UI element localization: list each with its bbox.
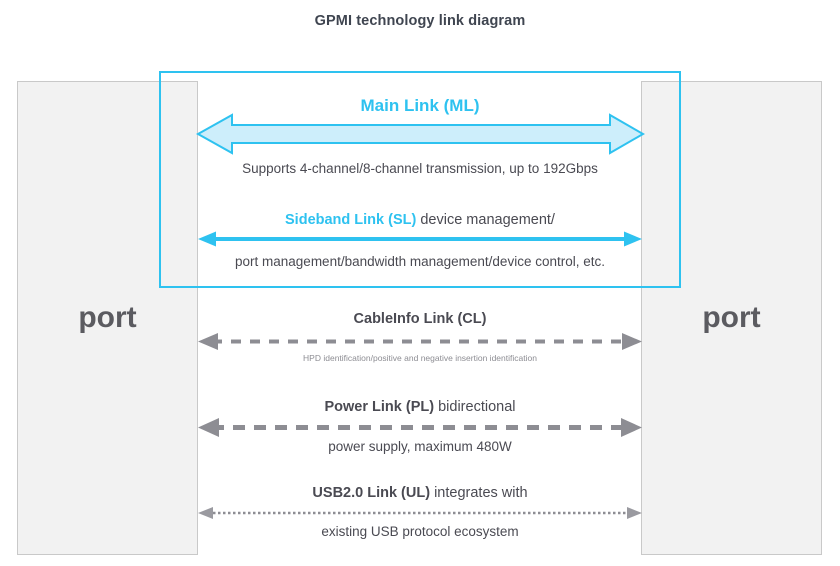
sideband-link-caption: port management/bandwidth management/dev… [235,254,605,269]
link-row-main-link: Main Link (ML) [190,96,650,116]
cableinfo-link-caption: HPD identification/positive and negative… [303,353,537,363]
main-link-title: Main Link (ML) [360,96,480,115]
main-link-caption-row: Supports 4-channel/8-channel transmissio… [190,160,650,178]
power-link-title: Power Link (PL) bidirectional [190,398,650,418]
main-link-caption: Supports 4-channel/8-channel transmissio… [242,161,598,176]
port-box-right: port [641,81,822,555]
power-link-rest-text: bidirectional [434,399,516,415]
usb-link-arrow [0,505,840,521]
port-label-left: port [78,301,137,334]
port-label-right: port [702,301,761,334]
port-box-left: port [17,81,198,555]
page-title: GPMI technology link diagram [314,13,526,29]
sideband-link-accent-text: Sideband Link (SL) [285,212,417,228]
usb-link-title: USB2.0 Link (UL) integrates with [190,484,650,504]
usb-link-strong-text: USB2.0 Link (UL) [312,485,431,501]
power-link-caption-row: power supply, maximum 480W [190,438,650,456]
cableinfo-link-caption-row: HPD identification/positive and negative… [190,353,650,364]
link-row-usb-link: USB2.0 Link (UL) integrates with [190,484,650,504]
power-link-arrow [0,418,840,438]
sideband-link-arrow [0,230,840,250]
link-row-power-link: Power Link (PL) bidirectional [190,398,650,418]
power-link-caption: power supply, maximum 480W [328,439,512,454]
usb-link-caption: existing USB protocol ecosystem [321,524,519,539]
cableinfo-link-title: CableInfo Link (CL) [190,310,650,330]
main-sideband-group-frame [159,71,681,288]
sideband-link-title: Sideband Link (SL) device management/ [190,211,650,231]
cableinfo-link-strong-text: CableInfo Link (CL) [353,311,487,327]
usb-link-rest-text: integrates with [430,485,528,501]
main-link-arrow [0,112,840,158]
usb-link-caption-row: existing USB protocol ecosystem [190,523,650,541]
sideband-link-caption-row: port management/bandwidth management/dev… [190,253,650,271]
sideband-link-rest-text: device management/ [416,212,555,228]
cableinfo-link-arrow [0,332,840,352]
link-row-cableinfo-link: CableInfo Link (CL) [190,310,650,330]
link-row-sideband-link: Sideband Link (SL) device management/ [190,211,650,231]
power-link-strong-text: Power Link (PL) [324,399,435,415]
